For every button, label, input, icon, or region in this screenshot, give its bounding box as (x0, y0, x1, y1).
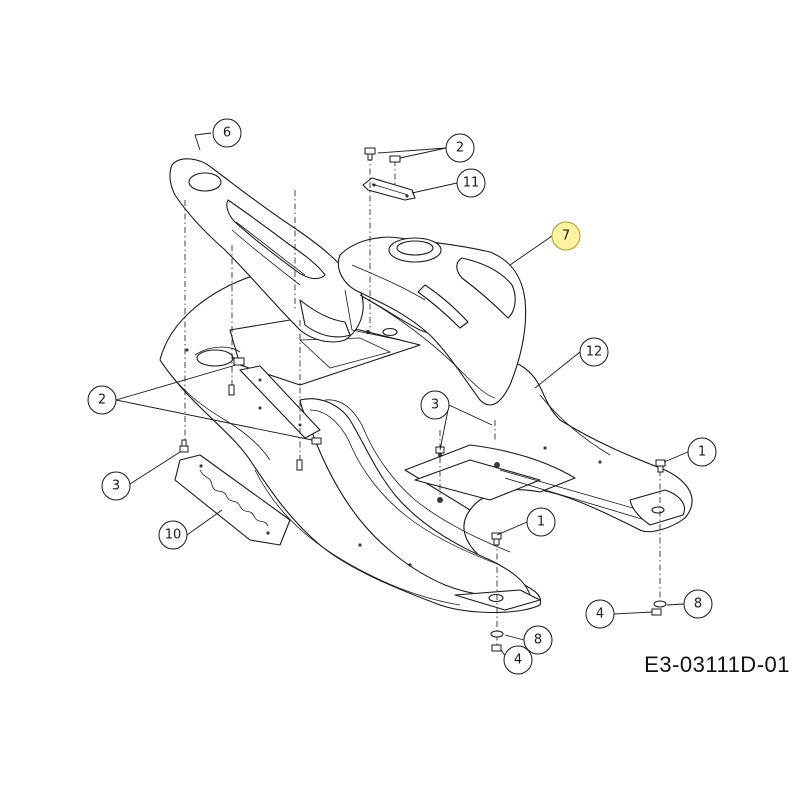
nut-right (651, 608, 662, 616)
callout-8-right: 8 (683, 589, 713, 619)
callout-1-right: 1 (687, 437, 717, 467)
bracket (362, 177, 416, 201)
callout-7-label: 7 (562, 229, 570, 244)
callout-8-bottom: 8 (523, 625, 553, 655)
nut-bottom (491, 644, 502, 652)
callout-10-label: 10 (165, 528, 182, 543)
assembly-lines (184, 155, 661, 650)
dash-console (169, 158, 364, 343)
callout-2-left-label: 2 (98, 393, 106, 408)
callout-11: 11 (456, 168, 486, 198)
callout-12: 12 (579, 337, 609, 367)
bolt-small-left (228, 384, 235, 396)
callout-3-mid: 3 (420, 390, 450, 420)
callout-4-bottom-label: 4 (514, 653, 522, 668)
drawing-code: E3-03111D-01 (644, 652, 790, 677)
callout-10: 10 (158, 520, 188, 550)
callout-12-label: 12 (586, 345, 603, 360)
screw-right (655, 459, 666, 473)
callout-8-bottom-label: 8 (534, 633, 542, 648)
callout-2-top-label: 2 (456, 141, 464, 156)
callout-3-mid-label: 3 (431, 398, 439, 413)
callout-4-right: 4 (585, 599, 615, 629)
callout-4-bottom: 4 (503, 645, 533, 675)
callout-2-left: 2 (87, 385, 117, 415)
callout-1-mid: 1 (526, 507, 556, 537)
callout-6-label: 6 (223, 126, 231, 141)
body-panel (159, 267, 693, 613)
callout-8-right-label: 8 (694, 597, 702, 612)
bolt-small-mid (296, 459, 303, 471)
screw-left-c (179, 439, 189, 453)
screw-center (491, 532, 502, 546)
screw-left-a (233, 357, 245, 366)
washer-bottom (490, 630, 504, 638)
callout-4-right-label: 4 (596, 607, 604, 622)
callout-7: 7 (551, 221, 581, 251)
callout-3-left-label: 3 (112, 479, 120, 494)
leader-lines (115, 132, 689, 661)
callout-6: 6 (212, 118, 242, 148)
washer-right (653, 600, 667, 608)
callout-2-top: 2 (445, 133, 475, 163)
fender-panel (337, 236, 527, 406)
nut-top (389, 155, 401, 163)
callout-3-left: 3 (101, 471, 131, 501)
callout-1-right-label: 1 (698, 445, 706, 460)
screw-left-b (311, 437, 322, 445)
corrugated-plate (174, 454, 291, 546)
screw-top-left (364, 147, 376, 161)
callout-1-mid-label: 1 (537, 515, 545, 530)
callout-11-label: 11 (463, 176, 480, 191)
